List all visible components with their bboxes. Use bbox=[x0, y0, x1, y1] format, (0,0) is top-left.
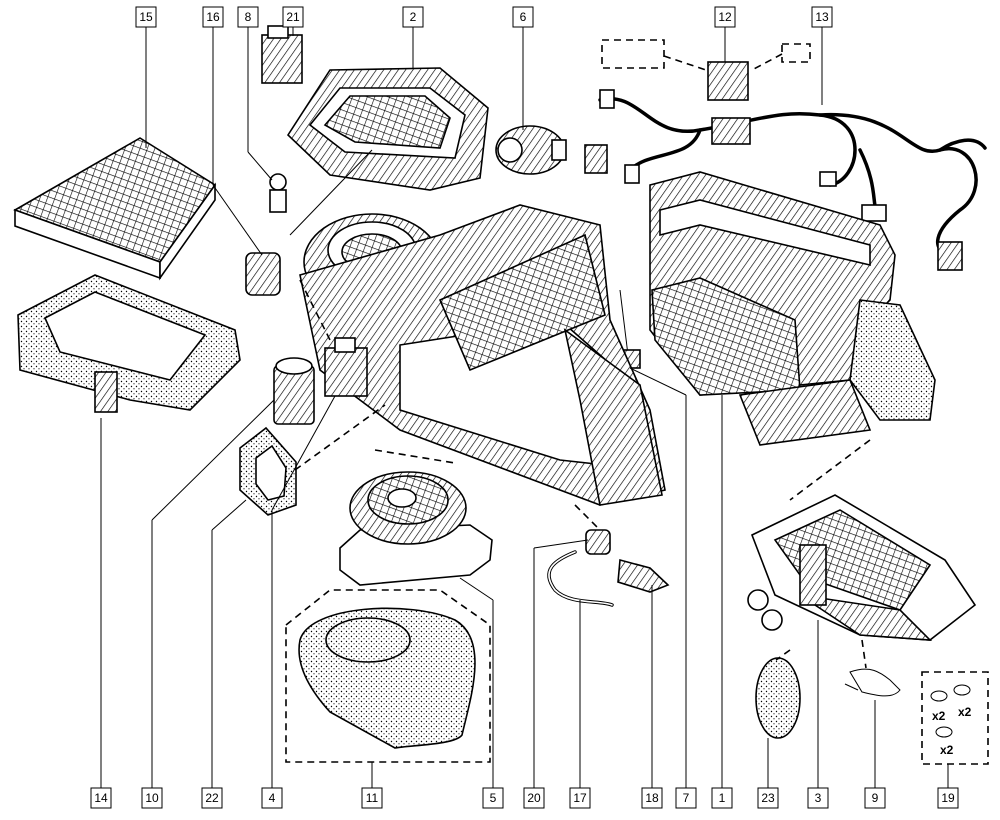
relay-part-12 bbox=[601, 39, 811, 101]
callout-18: 18 bbox=[641, 787, 663, 809]
callout-label: 22 bbox=[205, 791, 219, 805]
callout-label: 8 bbox=[245, 10, 252, 24]
callout-23: 23 bbox=[757, 787, 779, 809]
callout-17: 17 bbox=[569, 787, 591, 809]
callout-10: 10 bbox=[141, 787, 163, 809]
cabin-filter-part-15 bbox=[13, 137, 217, 281]
callout-label: 5 bbox=[490, 791, 497, 805]
callout-20: 20 bbox=[523, 787, 545, 809]
sensor-part-8 bbox=[269, 173, 287, 213]
callout-14: 14 bbox=[90, 787, 112, 809]
callout-9: 9 bbox=[864, 787, 886, 809]
callout-label: 6 bbox=[520, 10, 527, 24]
resistor-part-4 bbox=[324, 337, 368, 397]
callout-label: 23 bbox=[761, 791, 775, 805]
callout-label: 9 bbox=[872, 791, 879, 805]
callout-13: 13 bbox=[811, 6, 833, 28]
callout-label: 17 bbox=[573, 791, 587, 805]
callout-6: 6 bbox=[512, 6, 534, 28]
callout-label: 16 bbox=[206, 10, 220, 24]
wiring-harness-part-13 bbox=[584, 89, 987, 271]
callout-label: 12 bbox=[718, 10, 732, 24]
callout-label: 19 bbox=[941, 791, 955, 805]
callout-label: 7 bbox=[683, 791, 690, 805]
gasket-part-22 bbox=[239, 426, 297, 516]
actuator-part-10 bbox=[273, 357, 315, 425]
evaporator-part-3 bbox=[747, 494, 977, 641]
blower-housing-part-11 bbox=[285, 589, 491, 763]
callout-7: 7 bbox=[675, 787, 697, 809]
callout-8: 8 bbox=[237, 6, 259, 28]
callout-label: 14 bbox=[94, 791, 108, 805]
callout-16: 16 bbox=[202, 6, 224, 28]
callout-label: 10 bbox=[145, 791, 159, 805]
callout-label: 18 bbox=[645, 791, 659, 805]
leader-lines bbox=[100, 27, 949, 788]
callout-4: 4 bbox=[261, 787, 283, 809]
hose-part-17 bbox=[547, 550, 614, 607]
callout-2: 2 bbox=[402, 6, 424, 28]
assembly-dashed-lines bbox=[289, 149, 871, 669]
callout-label: 11 bbox=[366, 791, 379, 805]
callout-label: 20 bbox=[527, 791, 541, 805]
callout-label: 4 bbox=[269, 791, 276, 805]
kit-qty-1: x2 bbox=[932, 709, 946, 723]
callout-label: 2 bbox=[410, 10, 417, 24]
callout-5: 5 bbox=[482, 787, 504, 809]
callout-label: 13 bbox=[815, 10, 829, 24]
connector-part-21 bbox=[261, 25, 303, 84]
callout-11: 11 bbox=[361, 787, 383, 809]
blower-motor-part-5 bbox=[339, 471, 493, 586]
main-hvac-housing bbox=[299, 204, 666, 506]
kit-qty-3: x2 bbox=[940, 743, 954, 757]
callout-3: 3 bbox=[807, 787, 829, 809]
callout-22: 22 bbox=[201, 787, 223, 809]
kit-qty-2: x2 bbox=[958, 705, 972, 719]
upper-housing-part-2 bbox=[286, 67, 489, 191]
filter-housing-part-14 bbox=[17, 274, 241, 413]
callout-21: 21 bbox=[282, 6, 304, 28]
callout-15: 15 bbox=[135, 6, 157, 28]
callout-label: 15 bbox=[139, 10, 153, 24]
heater-unit-part-1 bbox=[649, 171, 936, 446]
valve-part-20 bbox=[585, 529, 611, 555]
callout-label: 21 bbox=[286, 10, 300, 24]
seal-part-23 bbox=[755, 657, 801, 739]
o-ring-kit-part-19: x2 x2 x2 bbox=[921, 671, 989, 765]
connector-part-16 bbox=[245, 252, 281, 296]
bracket-part-18 bbox=[617, 558, 670, 593]
callout-12: 12 bbox=[714, 6, 736, 28]
actuator-part-6 bbox=[495, 125, 567, 175]
callout-1: 1 bbox=[711, 787, 733, 809]
callout-label: 3 bbox=[815, 791, 822, 805]
clip-part-9 bbox=[844, 668, 901, 697]
callout-19: 19 bbox=[937, 787, 959, 809]
callout-label: 1 bbox=[719, 791, 726, 805]
